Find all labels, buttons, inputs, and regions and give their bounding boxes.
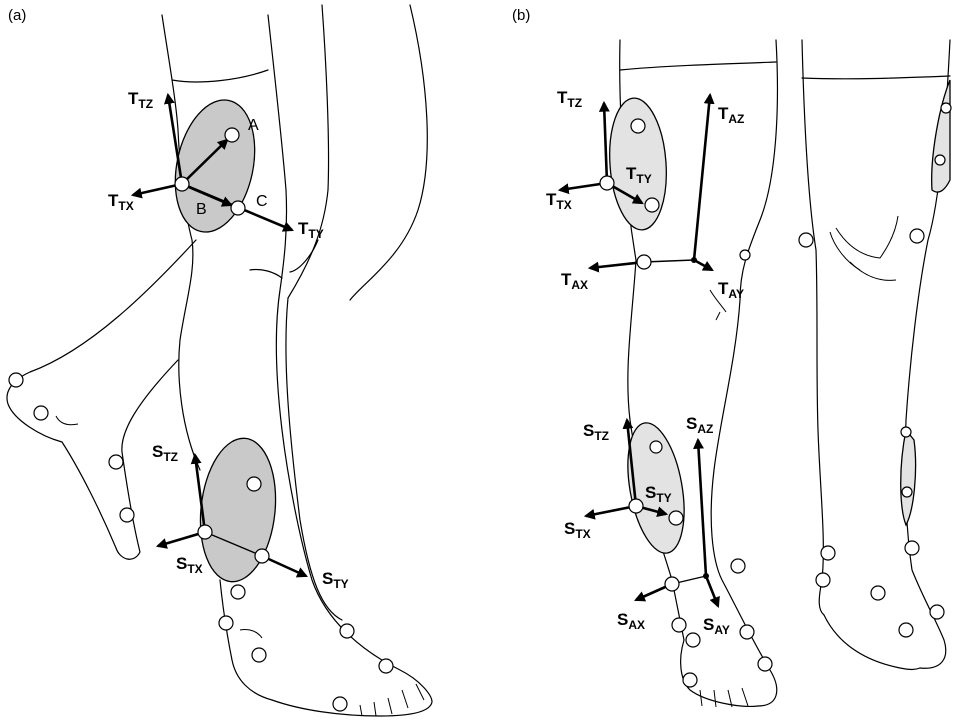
thigh-cluster-a: A B C TTZ TTX TTY (108, 89, 324, 241)
right-ankle-marker-lateral (821, 546, 835, 560)
marker-a (225, 128, 239, 142)
t-ay-label: TAY (718, 279, 744, 301)
s-tx-label-b: STX (564, 519, 591, 541)
t-tz-axis-b (604, 103, 607, 183)
foot-marker (252, 648, 266, 662)
right-shank-marker (902, 487, 912, 497)
right-knee-marker-medial (910, 229, 924, 243)
foot-marker (231, 585, 245, 599)
thigh-marker-b-3 (645, 198, 659, 212)
foot-marker (758, 657, 772, 671)
knee-joint-center (691, 257, 697, 263)
panel-a-raised-foot (7, 240, 196, 559)
s-ay-axis (706, 576, 718, 606)
foot-marker (899, 623, 913, 637)
s-ay-label: SAY (703, 615, 730, 637)
s-ax-label: SAX (617, 610, 645, 632)
s-tx-axis-b (586, 506, 636, 516)
foot-marker (109, 455, 123, 469)
foot-marker (9, 373, 23, 387)
thigh-cluster-b: TTZ TTY TTX (546, 88, 671, 232)
t-tz-label-b: TTZ (557, 88, 582, 110)
shank-marker-a-3 (247, 477, 261, 491)
t-tz-label-a: TTZ (128, 89, 153, 111)
right-thigh-marker (935, 155, 945, 165)
thigh-cluster-plate-b (605, 96, 670, 232)
foot-marker (683, 673, 697, 687)
foot-marker (816, 573, 830, 587)
shank-cluster-b: STZ STY STX (564, 418, 693, 557)
ankle-joint-center (703, 573, 709, 579)
t-tx-label-b: TTX (546, 190, 572, 212)
marker-b-label: B (196, 201, 207, 218)
marker-c-label: C (256, 193, 268, 210)
right-thigh-marker (941, 103, 951, 113)
t-tx-label-a: TTX (108, 191, 134, 213)
t-az-label: TAZ (718, 104, 744, 126)
panel-a-label: (a) (8, 7, 26, 24)
right-ankle-marker-medial (905, 541, 919, 555)
right-thigh-cluster-plate (932, 80, 950, 192)
foot-marker (379, 659, 393, 673)
s-ty-label-a: STY (322, 569, 349, 591)
foot-marker (740, 625, 754, 639)
marker-c (231, 201, 245, 215)
marker-a-label: A (248, 117, 259, 134)
s-tz-label-a: STZ (152, 442, 178, 464)
right-leg-markers-b (799, 80, 951, 637)
shank-cluster-plate-a (194, 435, 283, 586)
shank-marker-a-2 (255, 549, 269, 563)
foot-marker (871, 586, 885, 600)
s-az-label: SAZ (686, 414, 713, 436)
foot-marker (34, 406, 48, 420)
shank-marker-b-3 (669, 511, 683, 525)
shank-origin-marker-a (198, 525, 212, 539)
thigh-marker-b-2 (631, 119, 645, 133)
foot-markers-a (9, 373, 393, 711)
foot-marker (219, 616, 233, 630)
foot-marker (672, 618, 686, 632)
shank-cluster-a: STZ STX STY (152, 435, 349, 591)
s-tx-label-a: STX (176, 554, 203, 576)
t-ty-label-a: TTY (298, 219, 324, 241)
foot-marker (686, 633, 700, 647)
foot-marker (333, 697, 347, 711)
knee-marker-lateral (637, 255, 651, 269)
ankle-marker-medial (731, 559, 745, 573)
right-knee-marker-lateral (799, 233, 813, 247)
ankle-marker-lateral (665, 577, 679, 591)
panel-b-label: (b) (512, 7, 530, 24)
t-ay-axis (694, 260, 712, 270)
shank-marker-b-2 (650, 441, 662, 453)
right-shank-marker (901, 427, 911, 437)
thigh-origin-marker-b (600, 176, 614, 190)
foot-marker (930, 605, 944, 619)
foot-marker (340, 624, 354, 638)
s-az-axis (698, 440, 706, 576)
s-tz-label-b: STZ (583, 421, 609, 443)
shank-origin-marker-b (629, 499, 643, 513)
t-tz-axis-a (168, 95, 182, 184)
t-az-axis (694, 95, 710, 260)
t-ax-label: TAX (561, 270, 588, 292)
marker-b (175, 177, 189, 191)
panel-a-back-leg (286, 5, 427, 620)
panel-a: (a) (7, 5, 432, 716)
right-shank-cluster-plate (901, 430, 916, 525)
knee-marker-medial (740, 250, 750, 260)
foot-marker (120, 508, 134, 522)
panel-b: (b) (512, 7, 951, 707)
